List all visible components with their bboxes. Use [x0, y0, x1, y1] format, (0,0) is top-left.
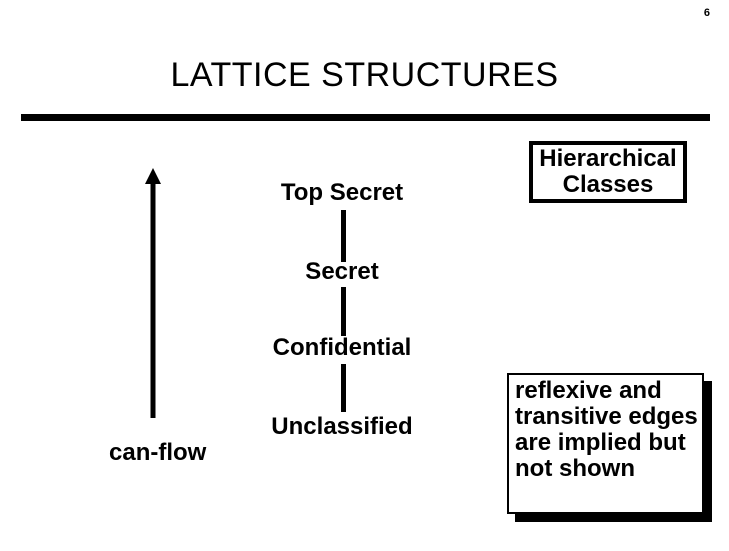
edge-connector [341, 287, 346, 336]
node-top-secret: Top Secret [280, 179, 404, 206]
can-flow-label: can-flow [109, 439, 207, 466]
page-title: LATTICE STRUCTURES [170, 56, 559, 94]
reflexive-note-box: reflexive and transitive edges are impli… [507, 373, 704, 514]
edge-connector [341, 210, 346, 262]
page-number: 6 [703, 7, 710, 19]
hierarchical-classes-box: Hierarchical Classes [529, 141, 687, 203]
node-unclassified: Unclassified [271, 413, 413, 440]
edge-connector [341, 364, 346, 412]
title-divider [21, 114, 710, 121]
hierarchical-classes-text: Hierarchical Classes [539, 145, 677, 198]
can-flow-arrow-icon [145, 168, 161, 418]
node-confidential: Confidential [272, 334, 412, 361]
node-secret: Secret [305, 258, 379, 285]
